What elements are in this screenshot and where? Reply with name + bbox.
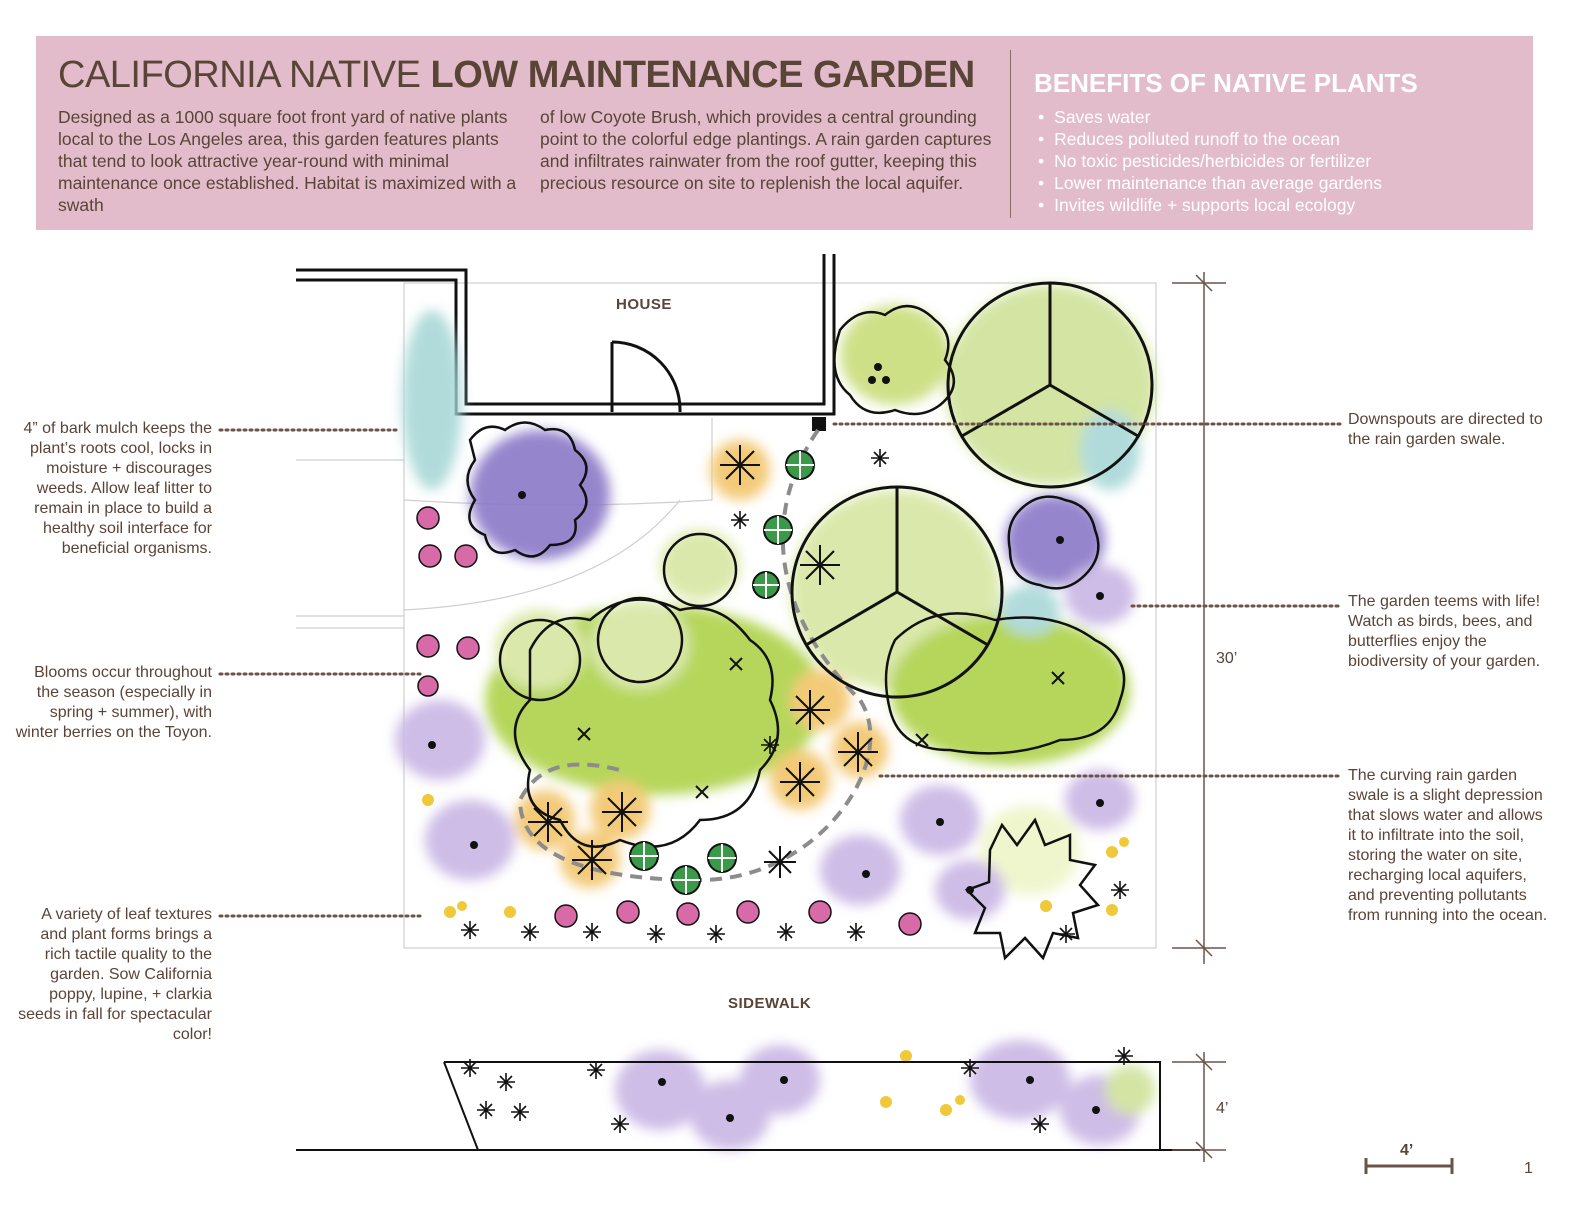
note-leaf-textures: A variety of leaf textures and plant for… xyxy=(18,906,212,1043)
pink-flowers xyxy=(416,506,922,936)
house-door xyxy=(610,340,682,413)
oak-trees xyxy=(790,281,1154,699)
note-bark-mulch: 4” of bark mulch keeps the plant’s roots… xyxy=(23,420,212,557)
benefit-item: Reduces polluted runoff to the ocean xyxy=(1038,128,1382,150)
banner-divider xyxy=(1010,50,1011,218)
note-downspouts: Downspouts are directed to the rain gard… xyxy=(1348,411,1543,448)
coyote-brush-marks xyxy=(577,657,1065,799)
scale-bar xyxy=(1364,1158,1454,1174)
intro-column-2: of low Coyote Brush, which provides a ce… xyxy=(540,107,992,193)
intro-column-1: Designed as a 1000 square foot front yar… xyxy=(58,107,517,215)
note-blooms: Blooms occur throughout the season (espe… xyxy=(15,664,212,741)
title-light: CALIFORNIA NATIVE xyxy=(58,54,421,96)
benefit-item: Invites wildlife + supports local ecolog… xyxy=(1038,194,1382,216)
title-bold: LOW MAINTENANCE GARDEN xyxy=(430,54,976,96)
downspout xyxy=(812,417,826,431)
sidewalk-label: SIDEWALK xyxy=(728,995,812,1012)
scale-label: 4’ xyxy=(1400,1142,1414,1159)
dimension-4ft: 4’ xyxy=(1216,1100,1229,1117)
benefits-title: BENEFITS OF NATIVE PLANTS xyxy=(1034,68,1418,98)
benefit-item: No toxic pesticides/herbicides or fertil… xyxy=(1038,150,1382,172)
rain-swale xyxy=(517,428,873,883)
house-walls xyxy=(296,254,836,416)
house-label: HOUSE xyxy=(616,296,672,313)
page-number: 1 xyxy=(1524,1160,1533,1177)
header-banner: CALIFORNIA NATIVE LOW MAINTENANCE GARDEN… xyxy=(36,36,1533,230)
benefit-item: Saves water xyxy=(1038,106,1382,128)
yellow-flowers xyxy=(422,794,1129,1116)
dimension-lines xyxy=(1172,272,1226,1162)
page-title: CALIFORNIA NATIVE LOW MAINTENANCE GARDEN xyxy=(58,54,975,97)
shrub-outlines xyxy=(466,305,1126,961)
dimension-30ft: 30’ xyxy=(1216,650,1238,667)
parkway-strip xyxy=(296,1061,1200,1151)
plant-centers xyxy=(428,363,1104,1122)
orange-flowers xyxy=(528,445,878,880)
walkway-lines xyxy=(296,418,713,629)
note-wildlife: The garden teems with life! Watch as bir… xyxy=(1348,593,1541,670)
benefits-list: Saves water Reduces polluted runoff to t… xyxy=(1038,106,1382,216)
leader-lines xyxy=(218,422,1342,918)
note-rain-swale: The curving rain garden swale is a sligh… xyxy=(1348,767,1548,924)
benefit-item: Lower maintenance than average gardens xyxy=(1038,172,1382,194)
rush-plants xyxy=(629,450,815,895)
